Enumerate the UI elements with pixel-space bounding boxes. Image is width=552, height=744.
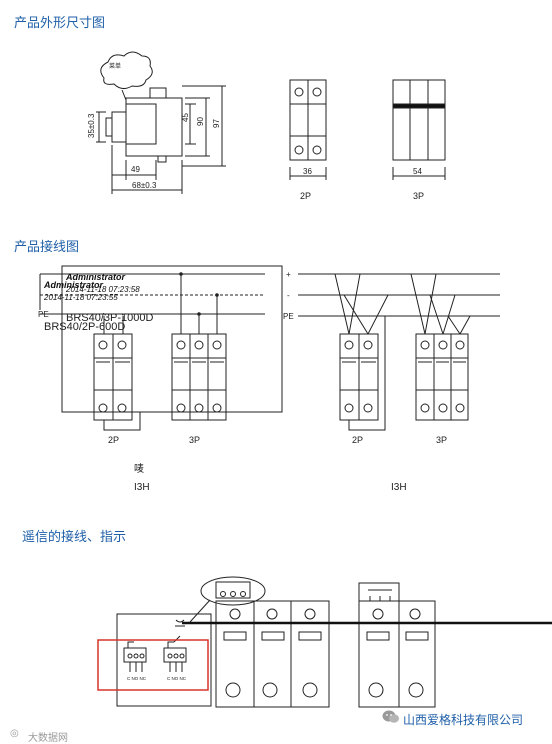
zoom-ellipse xyxy=(200,576,266,606)
dim-49-label: 49 xyxy=(131,165,140,174)
label-2p-front: 2P xyxy=(300,191,311,201)
width-3p-label: 54 xyxy=(413,167,422,176)
terminal-labels-1: C NO NC xyxy=(127,676,147,681)
rail-pe-right: PE xyxy=(283,312,294,321)
dim-68-label: 68±0.3 xyxy=(132,181,157,190)
signal-module-2 xyxy=(253,600,292,708)
dim-35-label: 35±0.3 xyxy=(87,113,96,138)
model-3p-label: BRS40/3P-1000D xyxy=(66,312,153,324)
module-3p-left xyxy=(171,333,227,421)
wiring-right xyxy=(298,273,500,431)
wiring-left xyxy=(39,265,283,431)
watermark-logo-icon: ◎ xyxy=(10,728,19,739)
annotation-user-1: Administrator xyxy=(65,272,126,282)
dim-90-label: 90 xyxy=(196,117,205,126)
signal-module-5 xyxy=(398,600,436,708)
dimensions-heading: 产品外形尺寸图 xyxy=(14,16,106,31)
watermark: 大数据网 xyxy=(28,733,68,744)
label-right-2p: 2P xyxy=(352,435,363,445)
garbled-text-1: 唛 xyxy=(134,463,144,475)
rail-plus: + xyxy=(286,270,291,279)
signal-module-1 xyxy=(215,600,255,708)
signal-heading: 遥信的接线、指示 xyxy=(22,530,127,545)
signal-diagram xyxy=(116,576,436,708)
cloud-label: 菜单 xyxy=(109,62,121,70)
terminal-labels-2: C NO NC xyxy=(167,676,187,681)
annotation-date-1: 2014-11-18 07:23:58 xyxy=(65,285,140,294)
front-view-3p xyxy=(392,79,446,180)
garbled-text-2: I3H xyxy=(134,482,150,493)
width-2p-label: 36 xyxy=(303,167,312,176)
signal-module-3 xyxy=(290,600,330,708)
rail-minus: - xyxy=(287,291,290,300)
signal-top-connector xyxy=(358,582,400,602)
cloud-shape xyxy=(100,51,153,90)
label-right-3p: 3P xyxy=(436,435,447,445)
model-2p-label: BRS40/2P-600D xyxy=(44,321,125,333)
wiring-heading: 产品接线图 xyxy=(14,240,80,255)
company-name: 山西爱格科技有限公司 xyxy=(403,713,524,727)
dim-45-label: 45 xyxy=(181,113,190,122)
annotation-date-2: 2014-11-18 07:23:55 xyxy=(43,293,118,302)
side-view-drawing xyxy=(96,51,226,194)
dim-97-label: 97 xyxy=(212,119,221,128)
garbled-text-3: I3H xyxy=(391,482,407,493)
annotation-user-2: Administrator xyxy=(43,280,104,290)
highlight-box xyxy=(97,639,209,691)
label-3p-front: 3P xyxy=(413,191,424,201)
module-3p-right xyxy=(415,333,469,421)
rail-pe-left: PE xyxy=(38,310,49,319)
label-left-3p: 3P xyxy=(189,435,200,445)
label-left-2p: 2P xyxy=(108,435,119,445)
front-view-2p xyxy=(289,79,327,180)
side-front-panel xyxy=(125,103,157,145)
signal-module-4 xyxy=(358,600,400,708)
terminal-box xyxy=(116,613,212,707)
side-rail-clip xyxy=(111,111,127,143)
side-body xyxy=(125,97,183,157)
